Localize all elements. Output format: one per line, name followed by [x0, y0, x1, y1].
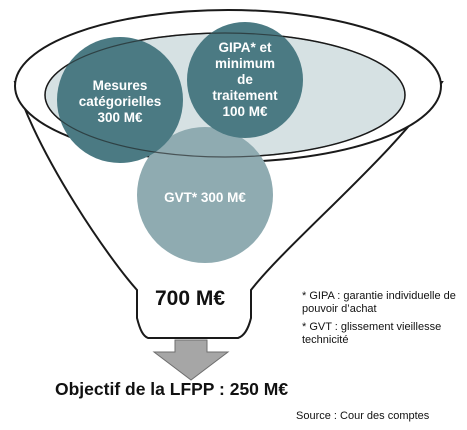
gipa-circle	[187, 22, 303, 138]
objective-title: Objectif de la LFPP : 250 M€	[55, 379, 289, 399]
gvt-label: GVT* 300 M€	[164, 190, 246, 205]
footnote-gvt: * GVT : glissement vieillesse technicité	[302, 321, 442, 346]
total-value: 700 M€	[154, 287, 226, 310]
mesures-circle	[57, 37, 183, 163]
footnote-gipa: * GIPA : garantie individuelle de pouvoi…	[302, 290, 456, 315]
funnel-inner-band-outline	[44, 32, 406, 158]
gvt-circle	[137, 127, 273, 263]
gipa-label: GIPA* et minimum de traitement 100 M€	[212, 40, 278, 119]
down-arrow	[152, 339, 230, 381]
mesures-label: Mesures catégorielles 300 M€	[78, 78, 162, 125]
source-note: Source : Cour des comptes	[296, 410, 430, 422]
